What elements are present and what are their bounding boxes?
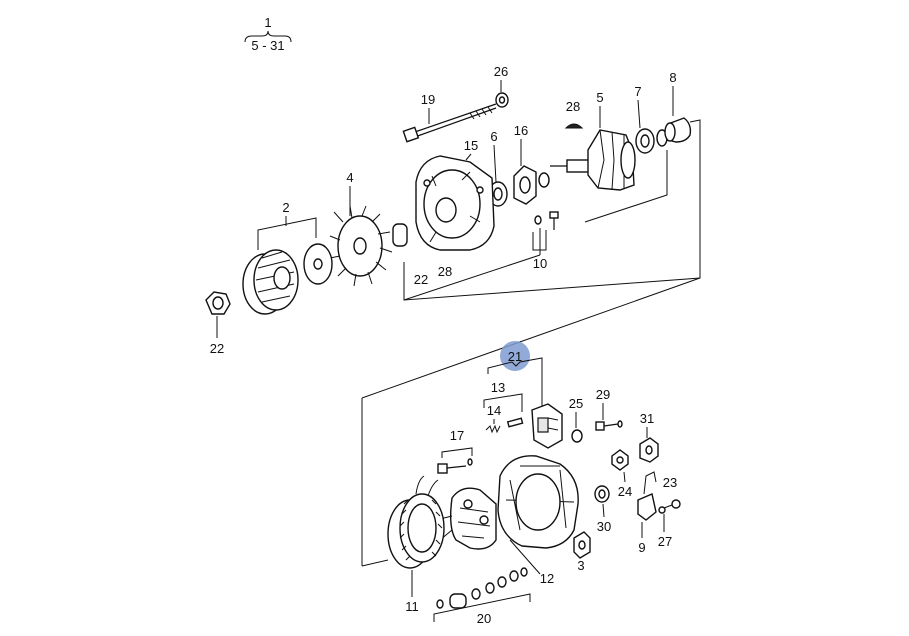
brace-2 [257, 217, 317, 250]
callout-19: 19 [421, 92, 435, 107]
screws-10 [534, 211, 559, 230]
callout-23: 23 [663, 475, 677, 490]
voltage-regulator [531, 403, 563, 449]
callout-11: 11 [405, 599, 419, 614]
callout-15: 15 [464, 138, 478, 153]
bearing-cap [664, 117, 692, 143]
o-ring-25 [571, 429, 583, 443]
pulley-nut [205, 291, 231, 315]
brace-17 [441, 447, 473, 458]
connector-to-lower [361, 277, 701, 399]
upper-base-line [403, 254, 541, 301]
stator [387, 475, 445, 569]
callout-26: 26 [494, 64, 508, 79]
slip-ring-end-housing [497, 455, 579, 549]
spacer-sleeve [392, 223, 408, 247]
callout-13: 13 [491, 380, 505, 395]
group-header: 1 5 - 31 [244, 15, 292, 53]
brace-13 [483, 393, 523, 412]
callout-14: 14 [487, 403, 501, 418]
bearing-retainer-plate [513, 165, 550, 205]
callout-25: 25 [569, 396, 583, 411]
callout-30: 30 [597, 519, 611, 534]
callout-5: 5 [596, 90, 603, 105]
long-bolt [402, 103, 497, 143]
callout-20: 20 [477, 611, 491, 626]
group-number: 1 [264, 15, 271, 30]
screw-29 [595, 420, 623, 431]
callout-22: 22 [210, 341, 224, 356]
callout-28-mid: 28 [438, 264, 452, 279]
callout-9: 9 [638, 540, 645, 555]
upper-assembly-frame [361, 119, 701, 399]
callout-28-top: 28 [566, 99, 580, 114]
rectifier-diode-plate [435, 487, 497, 550]
screw-23 [658, 499, 681, 514]
rear-bearing [635, 128, 668, 154]
callout-29: 29 [596, 387, 610, 402]
group-brace [244, 30, 292, 43]
callout-12: 12 [540, 571, 554, 586]
terminal-connector [637, 471, 657, 521]
nut-24 [611, 449, 629, 471]
drive-end-housing [415, 155, 495, 251]
brush-springs [485, 417, 524, 434]
callout-22-mid: 22 [414, 272, 428, 287]
pulley [242, 243, 333, 315]
callout-8: 8 [669, 70, 676, 85]
callout-6: 6 [490, 129, 497, 144]
callout-17: 17 [450, 428, 464, 443]
callout-3: 3 [577, 558, 584, 573]
lower-assembly-frame [361, 398, 389, 567]
callout-2: 2 [282, 200, 289, 215]
bushing-30 [594, 485, 610, 503]
rotor [550, 129, 636, 191]
callout-7: 7 [634, 84, 641, 99]
brace-20 [433, 593, 531, 622]
bracket-10 [532, 230, 547, 251]
washer-26 [495, 92, 509, 108]
callout-10: 10 [533, 256, 547, 271]
callout-24: 24 [618, 484, 632, 499]
group-range: 5 - 31 [251, 38, 284, 53]
screws-17 [437, 458, 473, 474]
woodruff-key [564, 123, 584, 129]
callout-27: 27 [658, 534, 672, 549]
sleeve-3 [573, 531, 591, 559]
callout-21: 21 [508, 349, 522, 364]
callout-31: 31 [640, 411, 654, 426]
callout-4: 4 [346, 170, 353, 185]
cooling-fan [329, 205, 393, 287]
brace-21 [487, 357, 543, 406]
rubber-sleeve-31 [639, 437, 659, 463]
small-parts-20 [436, 567, 528, 609]
callout-16: 16 [514, 123, 528, 138]
